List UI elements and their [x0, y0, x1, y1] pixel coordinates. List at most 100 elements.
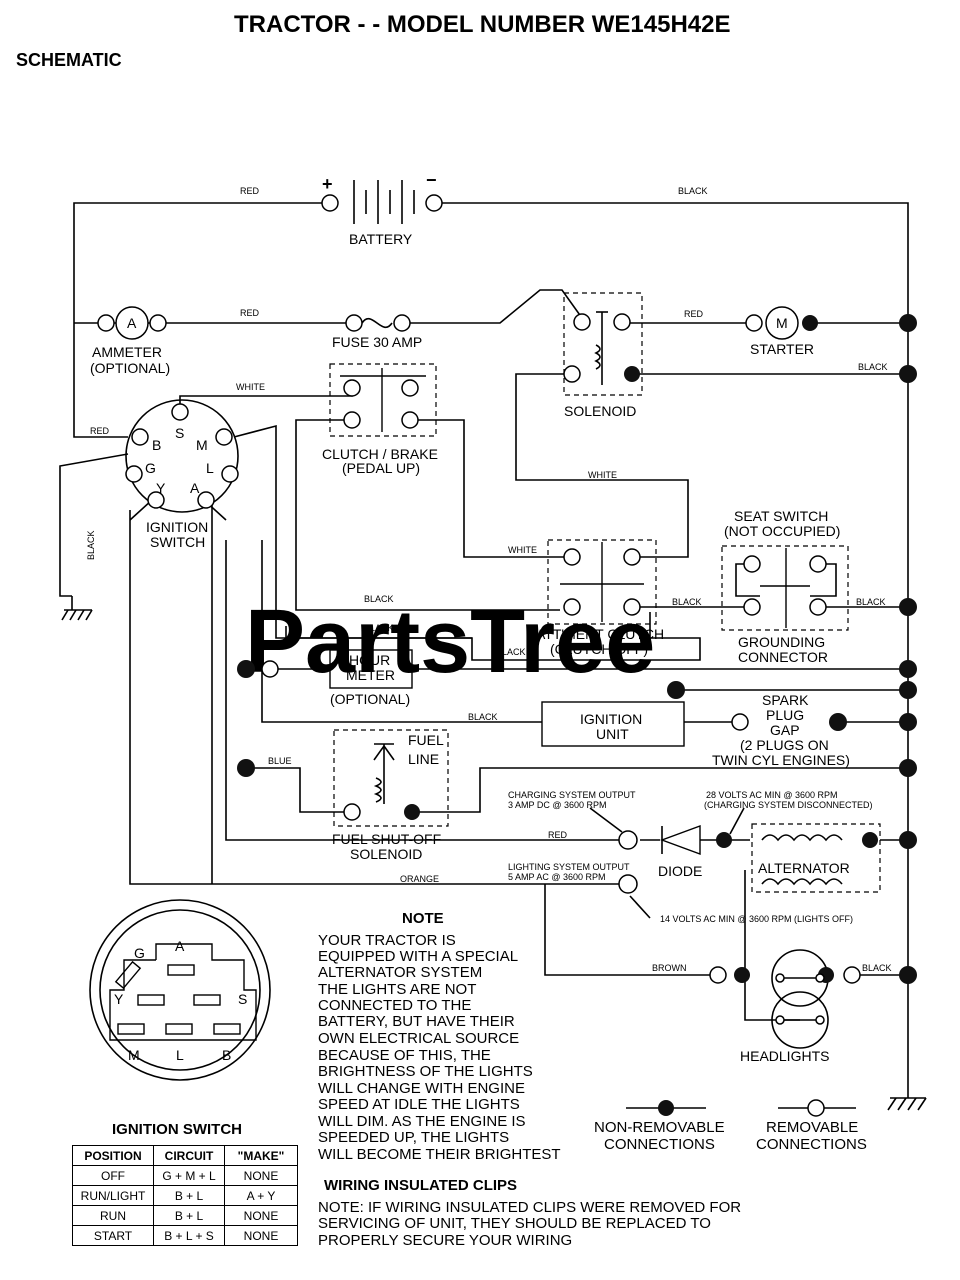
ign-terminal-g: G [145, 460, 156, 476]
alternator-label: ALTERNATOR [758, 860, 850, 876]
wire-black-seat-left: BLACK [672, 597, 702, 607]
ign-terminal-a: A [190, 480, 200, 496]
note-line: YOUR TRACTOR IS [318, 932, 456, 949]
detail-terminal-a: A [175, 938, 185, 954]
ignition-switch-label-2: SWITCH [150, 534, 205, 550]
hour-meter-optional: (OPTIONAL) [330, 691, 410, 707]
seat-switch-label: SEAT SWITCH [734, 508, 828, 524]
watermark: PartsTree [245, 592, 655, 692]
attment-clutch-label: ATT'MENT CLUTCH [536, 626, 664, 642]
note-line: WILL DIM. AS THE ENGINE IS [318, 1113, 526, 1130]
table-cell: NONE [224, 1225, 298, 1246]
starter: M STARTER [745, 306, 818, 357]
fuse-label: FUSE 30 AMP [332, 334, 422, 350]
ign-terminal-b: B [152, 437, 161, 453]
spark-plug: SPARK PLUG GAP (2 PLUGS ON TWIN CYL ENGI… [712, 692, 850, 768]
table-header-row: POSITION CIRCUIT "MAKE" [72, 1145, 298, 1166]
table-header-make: "MAKE" [224, 1145, 298, 1166]
wire-red-starter: RED [684, 309, 704, 319]
ammeter-label: AMMETER [92, 344, 162, 360]
wiring-clips-line2: SERVICING OF UNIT, THEY SHOULD BE REPLAC… [318, 1215, 711, 1232]
note-line: CONNECTED TO THE [318, 997, 471, 1014]
note-line: BRIGHTNESS OF THE LIGHTS [318, 1063, 533, 1080]
wire-white-clutch: WHITE [508, 545, 537, 555]
wire-brown: BROWN [652, 963, 687, 973]
wire-white-ignition: WHITE [236, 382, 265, 392]
non-removable-connections [237, 314, 917, 984]
note-heading: NOTE [402, 910, 444, 927]
ign-terminal-l: L [206, 460, 214, 476]
detail-terminal-m: M [128, 1047, 140, 1063]
wire-black-battery: BLACK [678, 186, 708, 196]
note-line: SPEEDED UP, THE LIGHTS [318, 1129, 509, 1146]
headlights-label: HEADLIGHTS [740, 1048, 829, 1064]
wire-black-1: BLACK [364, 594, 394, 604]
note-line: OWN ELECTRICAL SOURCE [318, 1030, 519, 1047]
connections-legend: NON-REMOVABLE CONNECTIONS REMOVABLE CONN… [594, 1099, 867, 1153]
ignition-switch-detail: G A Y S M L B IGNITION SWITCH [89, 899, 271, 1138]
wiring-clips-heading: WIRING INSULATED CLIPS [324, 1177, 517, 1194]
table-cell: START [72, 1225, 154, 1246]
alternator: ALTERNATOR [751, 823, 881, 893]
table-cell: B + L [153, 1185, 225, 1206]
spark-plug-label-5: TWIN CYL ENGINES) [712, 752, 850, 768]
table-cell: NONE [224, 1165, 298, 1186]
starter-letter: M [776, 315, 788, 331]
table-header-position: POSITION [72, 1145, 154, 1166]
lighting-output-connection [618, 874, 638, 894]
detail-terminal-g: G [134, 945, 145, 961]
page-subtitle: SCHEMATIC [16, 50, 122, 70]
table-cell: B + L + S [153, 1225, 225, 1246]
wire-black-ground: BLACK [86, 530, 96, 560]
diode: DIODE [618, 824, 732, 879]
spark-plug-label-2: PLUG [766, 707, 804, 723]
fuel-solenoid-label-2: SOLENOID [350, 846, 422, 862]
lighting-output-line1: LIGHTING SYSTEM OUTPUT [508, 862, 630, 872]
ground-symbol-right [887, 1090, 927, 1111]
battery-minus-sign: − [426, 170, 437, 190]
ammeter-optional-label: (OPTIONAL) [90, 360, 170, 376]
ignition-position-table: POSITION CIRCUIT "MAKE" OFF G + M + L NO… [72, 1145, 298, 1246]
seat-switch-sublabel: (NOT OCCUPIED) [724, 523, 840, 539]
wire-red-battery: RED [240, 186, 260, 196]
table-cell: RUN/LIGHT [72, 1185, 154, 1206]
grounding-connector-label-1: GROUNDING [738, 634, 825, 650]
legend-non-removable-2: CONNECTIONS [604, 1136, 715, 1153]
table-header-circuit: CIRCUIT [153, 1145, 225, 1166]
legend-non-removable-1: NON-REMOVABLE [594, 1119, 725, 1136]
charging-output-line1: CHARGING SYSTEM OUTPUT [508, 790, 636, 800]
wire-black-solenoid: BLACK [858, 362, 888, 372]
hour-meter: HOUR METER (OPTIONAL) [261, 649, 413, 707]
note-line: WILL BECOME THEIR BRIGHTEST [318, 1146, 561, 1163]
legend-removable-1: REMOVABLE [766, 1119, 858, 1136]
wire-black-headlights: BLACK [862, 963, 892, 973]
ignition-detail-title: IGNITION SWITCH [112, 1121, 242, 1138]
clutch-brake-label: CLUTCH / BRAKE [322, 446, 438, 462]
wire-orange: ORANGE [400, 874, 439, 884]
note-line: BECAUSE OF THIS, THE [318, 1047, 491, 1064]
fuel-line-label-2: LINE [408, 751, 439, 767]
wire-black-ignition-unit: BLACK [468, 712, 498, 722]
detail-terminal-b: B [222, 1047, 231, 1063]
charging-annotations: CHARGING SYSTEM OUTPUT 3 AMP DC @ 3600 R… [508, 790, 873, 924]
ignition-unit-label-2: UNIT [596, 726, 629, 742]
solenoid-label: SOLENOID [564, 403, 636, 419]
hour-meter-label-2: METER [346, 667, 395, 683]
wiring-clips-line1: NOTE: IF WIRING INSULATED CLIPS WERE REM… [318, 1199, 741, 1216]
note-line: ALTERNATOR SYSTEM [318, 964, 482, 981]
battery-plus-sign: + [322, 174, 333, 194]
ignition-switch-label-1: IGNITION [146, 519, 208, 535]
clutch-brake-sublabel: (PEDAL UP) [342, 460, 420, 476]
ignition-unit: IGNITION UNIT [541, 701, 685, 747]
battery-label: BATTERY [349, 231, 413, 247]
wire-black-2: BLACK [364, 623, 394, 633]
table-row: RUN B + L NONE [72, 1205, 298, 1226]
table-row: OFF G + M + L NONE [72, 1165, 298, 1186]
battery: + − BATTERY [321, 170, 443, 247]
ign-terminal-m: M [196, 437, 208, 453]
page-title: TRACTOR - - MODEL NUMBER WE145H42E [234, 11, 731, 38]
seat-switch: SEAT SWITCH (NOT OCCUPIED) GROUNDING CON… [721, 508, 849, 665]
table-row: RUN/LIGHT B + L A + Y [72, 1185, 298, 1206]
detail-terminal-s: S [238, 991, 247, 1007]
wire-black-seat-right: BLACK [856, 597, 886, 607]
